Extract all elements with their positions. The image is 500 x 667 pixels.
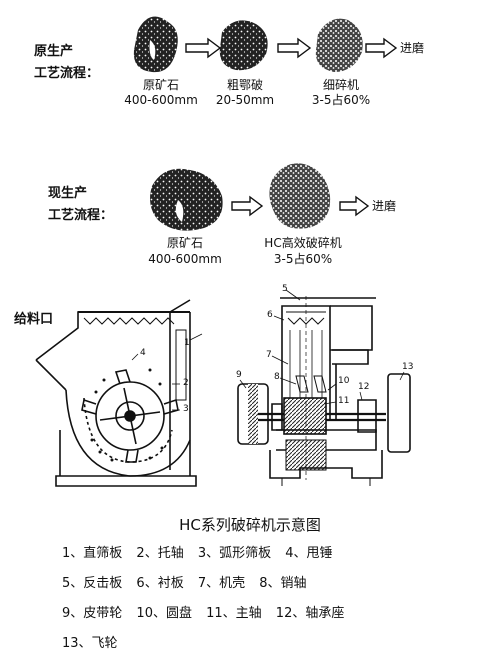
legend-item: 9、皮带轮 <box>62 606 123 621</box>
old-stage-1-spec: 400-600mm <box>124 93 198 107</box>
feed-inlet-label: 给料口 <box>14 312 54 327</box>
part-number-4: 4 <box>140 348 146 358</box>
part-number-3: 3 <box>183 404 189 414</box>
ore-coarse-icon <box>219 20 268 71</box>
part-number-6: 6 <box>267 310 273 320</box>
legend-row-3: 9、皮带轮 10、圆盘 11、主轴 12、轴承座 <box>62 606 354 622</box>
ore-raw-icon <box>133 16 178 73</box>
new-stage-2-name: HC高效破碎机 <box>264 236 342 250</box>
part-number-2: 2 <box>183 378 189 388</box>
legend-row-2: 5、反击板 6、衬板 7、机壳 8、销轴 <box>62 576 317 592</box>
part-number-10: 10 <box>338 376 350 386</box>
legend-item: 13、飞轮 <box>62 636 118 651</box>
old-stage-2-name: 粗鄂破 <box>226 78 263 92</box>
part-number-7: 7 <box>266 350 272 360</box>
flow-arrow-icon <box>231 195 370 217</box>
legend-item: 7、机壳 <box>197 576 246 591</box>
legend-item: 1、直筛板 <box>62 546 123 561</box>
legend-item: 5、反击板 <box>62 576 123 591</box>
part-number-12: 12 <box>358 382 370 392</box>
legend-item: 12、轴承座 <box>275 606 345 621</box>
old-process-output: 进磨 <box>400 41 425 55</box>
new-process-heading-1: 现生产 <box>48 186 88 201</box>
legend-item: 4、甩锤 <box>285 546 333 561</box>
legend-item: 11、主轴 <box>206 606 262 621</box>
part-number-9: 9 <box>236 370 242 380</box>
new-stage-1-name: 原矿石 <box>166 236 203 250</box>
legend-item: 6、衬板 <box>136 576 184 591</box>
new-process-heading-2: 工艺流程： <box>48 208 114 223</box>
crusher-front-view <box>237 289 411 486</box>
new-process-output: 进磨 <box>372 199 397 213</box>
diagram-title: HC系列破碎机示意图 <box>179 516 321 534</box>
flow-arrow-icon <box>185 37 398 59</box>
new-stage-2-spec: 3-5占60% <box>273 252 333 266</box>
legend-item: 8、销轴 <box>259 576 307 591</box>
ore-raw-icon <box>150 168 223 231</box>
old-stage-2-spec: 20-50mm <box>215 93 275 107</box>
legend-row-4: 13、飞轮 <box>62 636 128 652</box>
part-number-5: 5 <box>282 284 288 294</box>
legend-item: 3、弧形筛板 <box>197 546 272 561</box>
old-stage-1-name: 原矿石 <box>142 78 179 92</box>
legend-item: 10、圆盘 <box>136 606 192 621</box>
legend-row-1: 1、直筛板 2、托轴 3、弧形筛板 4、甩锤 <box>62 546 343 562</box>
old-stage-3-name: 细碎机 <box>322 78 359 92</box>
new-stage-1-spec: 400-600mm <box>148 252 222 266</box>
part-number-8: 8 <box>274 372 280 382</box>
ore-fine-icon <box>315 18 363 72</box>
ore-output-icon <box>269 163 331 229</box>
part-number-13: 13 <box>402 362 414 372</box>
old-stage-3-spec: 3-5占60% <box>311 93 371 107</box>
old-process-heading-2: 工艺流程： <box>34 66 100 81</box>
crusher-cross-section <box>35 299 203 487</box>
old-process-heading-1: 原生产 <box>34 44 74 59</box>
part-number-11: 11 <box>338 396 350 406</box>
part-number-1: 1 <box>184 338 190 348</box>
legend-item: 2、托轴 <box>136 546 184 561</box>
